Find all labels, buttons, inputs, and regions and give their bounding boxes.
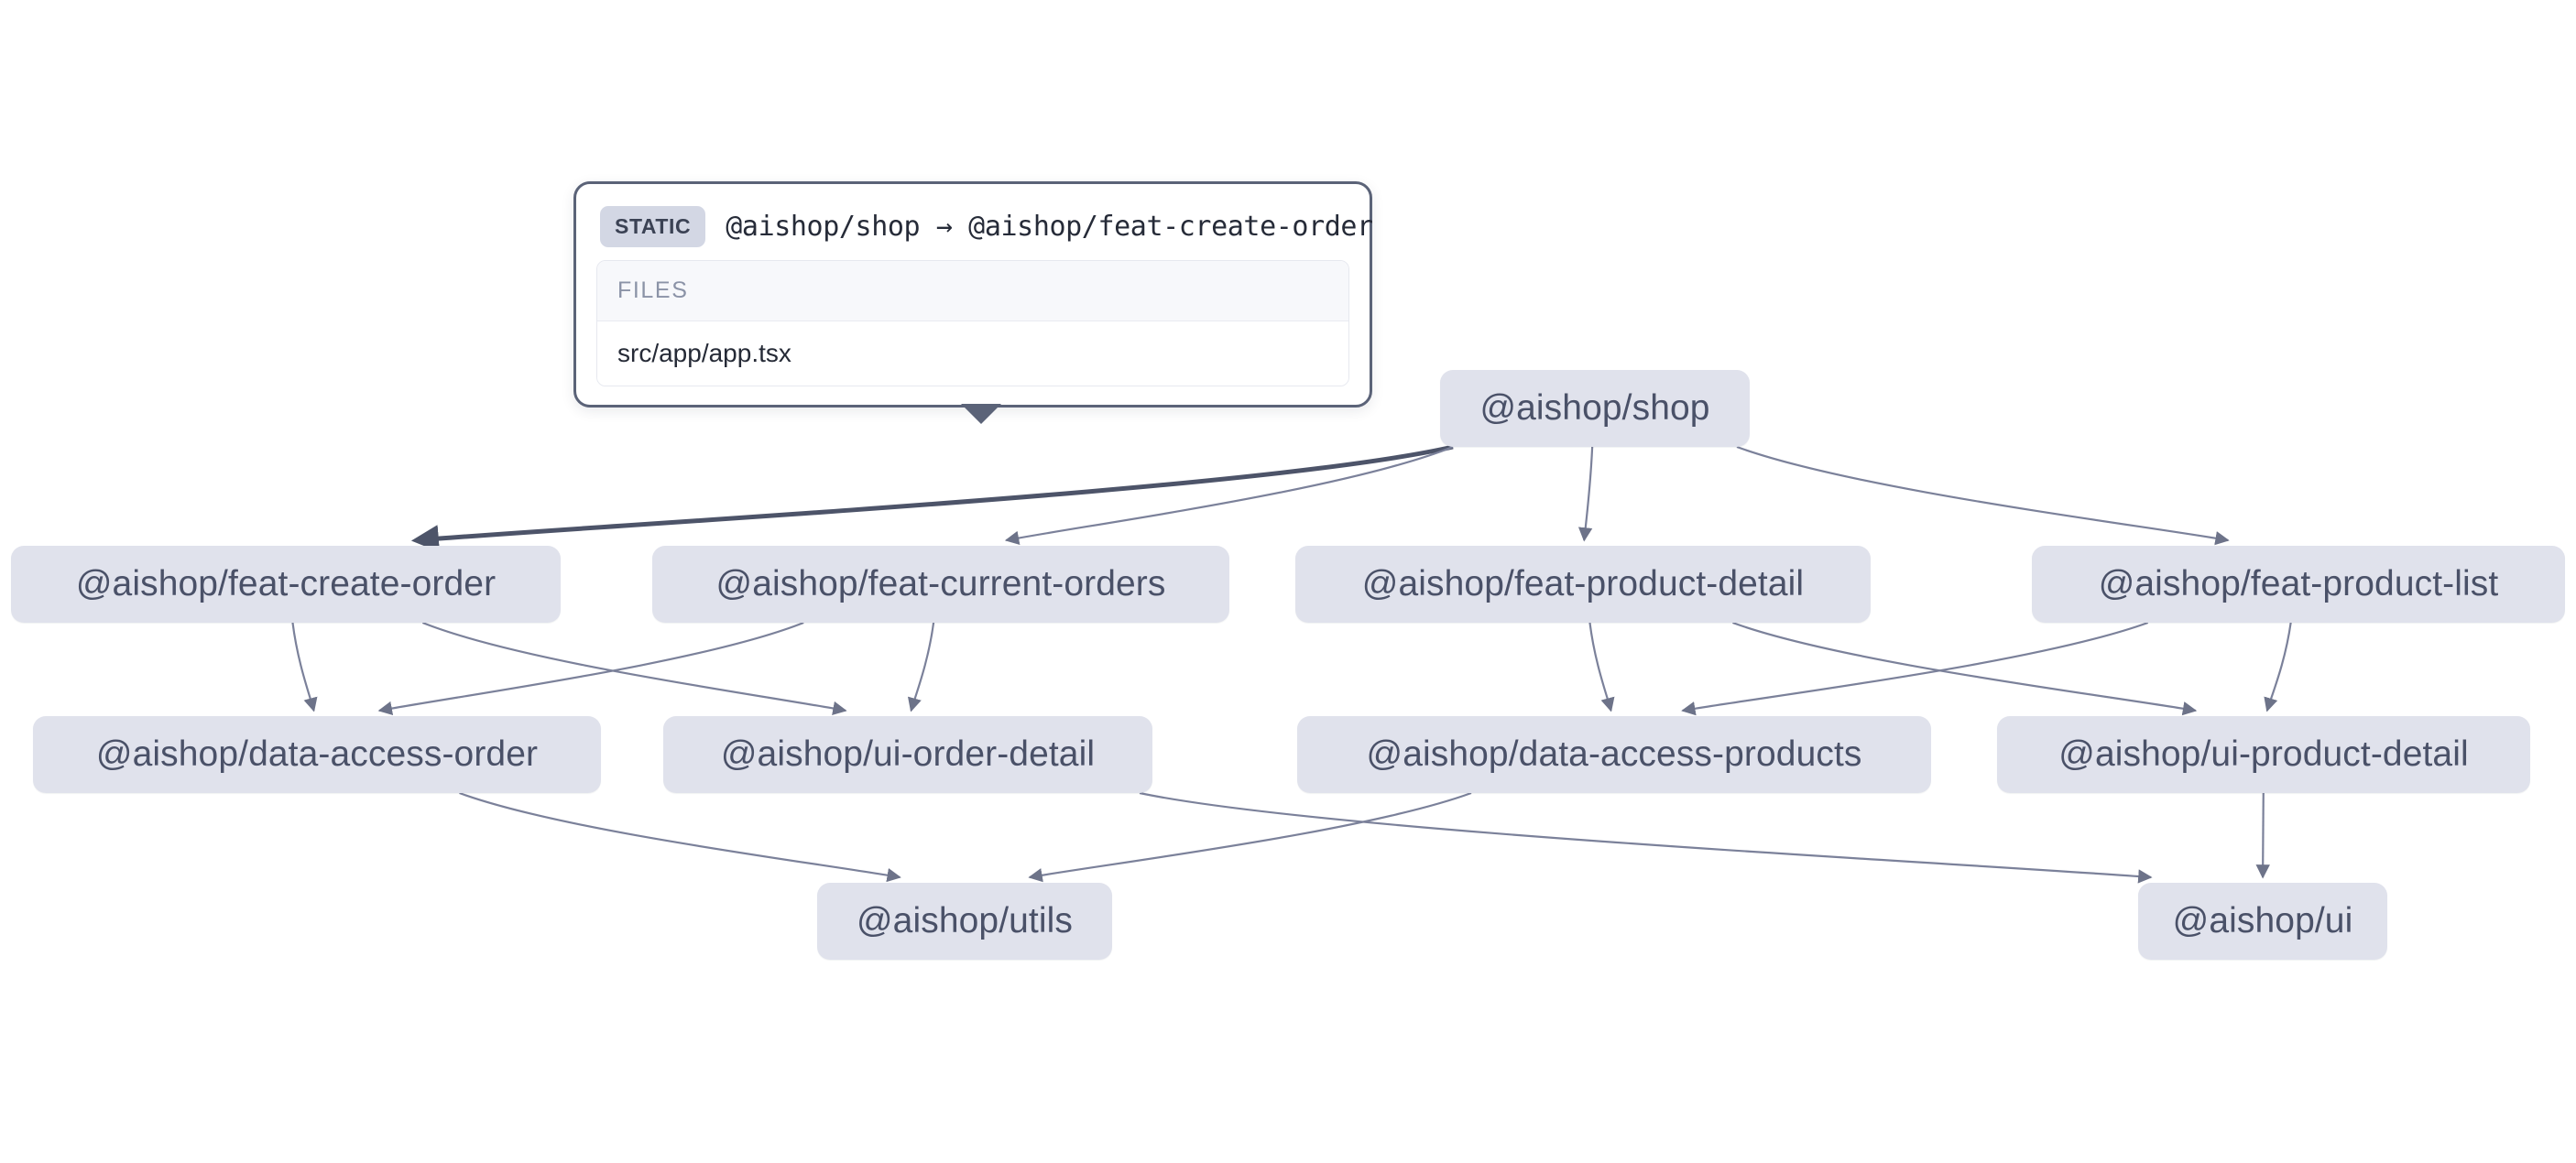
graph-node-ui[interactable]: @aishop/ui [2138, 883, 2387, 960]
graph-node-label: @aishop/ui-order-detail [720, 734, 1096, 774]
graph-node-data-access-products[interactable]: @aishop/data-access-products [1297, 716, 1931, 793]
tooltip-header: STATIC @aishop/shop → @aishop/feat-creat… [596, 201, 1373, 260]
graph-node-label: @aishop/feat-create-order [75, 564, 497, 603]
graph-node-label: @aishop/feat-current-orders [715, 564, 1166, 603]
graph-edge-shop-to-feat-create-order[interactable] [410, 444, 1454, 553]
graph-edge-shop-to-feat-current-orders[interactable] [1004, 445, 1454, 546]
graph-edge-data-access-order-to-utils[interactable] [459, 791, 901, 883]
graph-node-label: @aishop/utils [856, 901, 1073, 940]
graph-node-label: @aishop/feat-product-list [2098, 564, 2499, 603]
graph-node-utils[interactable]: @aishop/utils [817, 883, 1112, 960]
graph-node-feat-create-order[interactable]: @aishop/feat-create-order [11, 546, 561, 623]
graph-node-ui-order-detail[interactable]: @aishop/ui-order-detail [663, 716, 1152, 793]
graph-edge-feat-product-detail-to-ui-product-detail[interactable] [1732, 621, 2198, 716]
graph-edge-feat-current-orders-to-ui-order-detail[interactable] [907, 622, 935, 712]
graph-edge-ui-product-detail-to-ui[interactable] [2255, 792, 2270, 879]
files-table: FILES src/app/app.tsx [596, 260, 1349, 386]
graph-edge-feat-create-order-to-ui-order-detail[interactable] [421, 621, 847, 716]
file-row[interactable]: src/app/app.tsx [597, 321, 1348, 386]
graph-edge-feat-product-detail-to-data-access-products[interactable] [1588, 622, 1615, 712]
tooltip-pointer-triangle [961, 404, 1001, 424]
graph-edge-shop-to-feat-product-list[interactable] [1736, 445, 2230, 546]
graph-edge-ui-order-detail-to-ui[interactable] [1139, 791, 2153, 884]
graph-node-feat-current-orders[interactable]: @aishop/feat-current-orders [652, 546, 1229, 623]
files-column-header: FILES [597, 261, 1348, 321]
graph-edge-feat-current-orders-to-data-access-order[interactable] [377, 621, 804, 716]
edge-detail-tooltip[interactable]: STATIC @aishop/shop → @aishop/feat-creat… [573, 181, 1373, 424]
graph-node-label: @aishop/feat-product-detail [1361, 564, 1805, 603]
graph-node-label: @aishop/ui [2172, 901, 2353, 940]
static-badge: STATIC [600, 206, 706, 247]
graph-edge-feat-create-order-to-data-access-order[interactable] [291, 622, 318, 712]
graph-node-label: @aishop/data-access-products [1366, 734, 1862, 774]
tooltip-title: @aishop/shop → @aishop/feat-create-order [726, 211, 1373, 243]
graph-node-feat-product-list[interactable]: @aishop/feat-product-list [2032, 546, 2565, 623]
graph-node-ui-product-detail[interactable]: @aishop/ui-product-detail [1997, 716, 2530, 793]
graph-edge-shop-to-feat-product-detail[interactable] [1577, 446, 1594, 542]
graph-edge-data-access-products-to-utils[interactable] [1028, 791, 1472, 883]
graph-node-label: @aishop/ui-product-detail [2058, 734, 2469, 774]
graph-node-label: @aishop/data-access-order [95, 734, 539, 774]
graph-node-feat-product-detail[interactable]: @aishop/feat-product-detail [1295, 546, 1871, 623]
graph-edge-feat-product-list-to-data-access-products[interactable] [1681, 621, 2149, 716]
graph-node-data-access-order[interactable]: @aishop/data-access-order [33, 716, 601, 793]
graph-edge-feat-product-list-to-ui-product-detail[interactable] [2264, 622, 2292, 712]
graph-node-label: @aishop/shop [1479, 388, 1710, 428]
graph-node-shop[interactable]: @aishop/shop [1440, 370, 1750, 447]
